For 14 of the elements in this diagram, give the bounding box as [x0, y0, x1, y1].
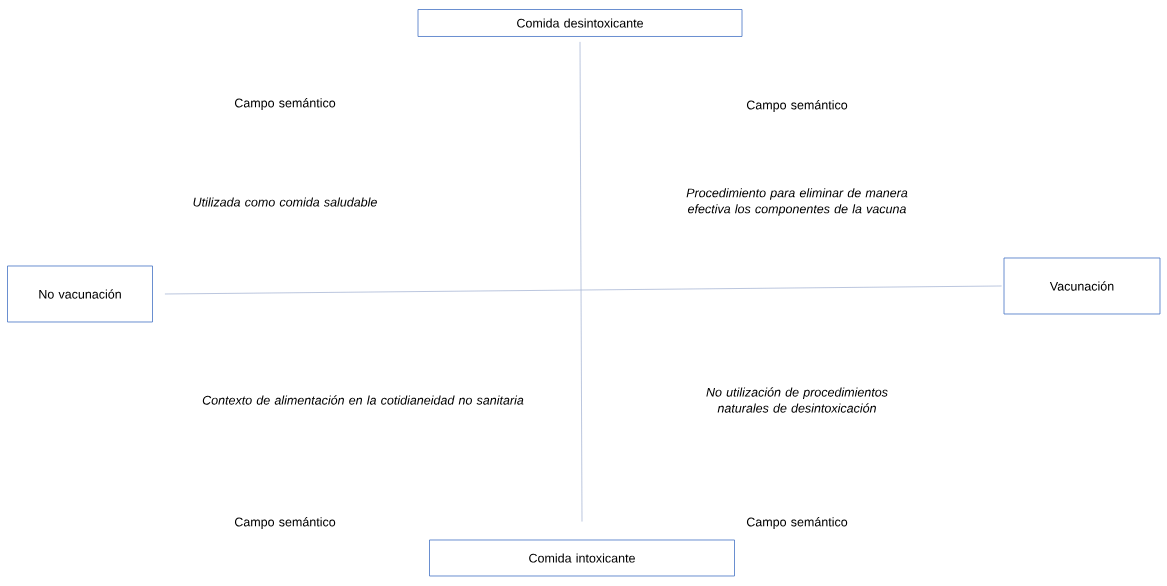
quadrant-heading: Campo semántico: [746, 100, 848, 112]
quadrant-description: Contexto de alimentación en la cotidianeidad no sanitaria: [202, 395, 524, 405]
quadrant-heading: Campo semántico: [234, 98, 336, 110]
pole-box: No vacunación: [7, 265, 153, 323]
pole-box: Comida intoxicante: [429, 539, 735, 577]
pole-box: Comida desintoxicante: [417, 9, 743, 37]
axis-line: [579, 41, 583, 522]
pole-box: Vacunación: [1003, 257, 1161, 315]
quadrant-description: No utilización de procedimientos naturales de desintoxicación: [706, 387, 888, 413]
quadrant-description: Procedimiento para eliminar de manera efectiva los componentes de la vacuna: [686, 188, 908, 216]
axis-line: [164, 285, 1002, 295]
quadrant-heading: Campo semántico: [234, 517, 336, 529]
quadrant-heading: Campo semántico: [746, 517, 848, 529]
quadrant-description: Utilizada como comida saludable: [193, 197, 377, 207]
